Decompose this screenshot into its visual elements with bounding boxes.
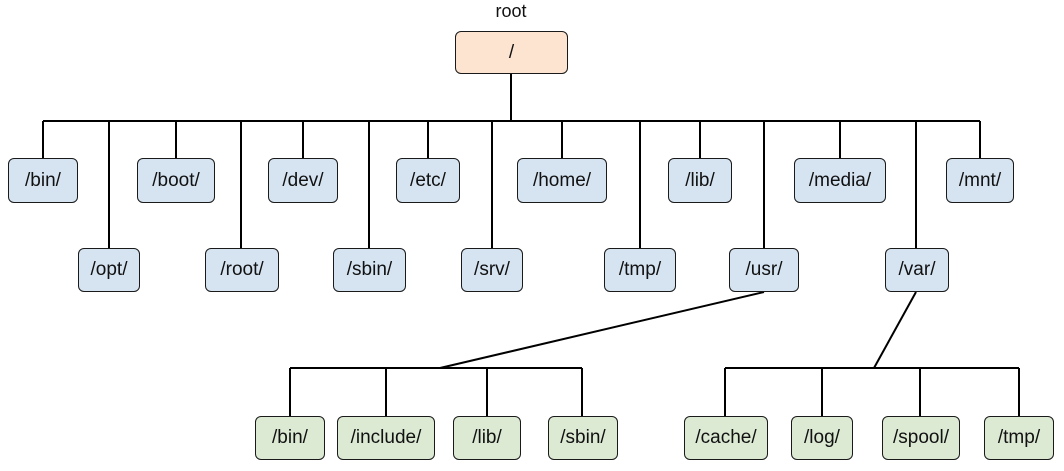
dir-etc-node[interactable]: /etc/ bbox=[396, 158, 460, 203]
dir-dev-node[interactable]: /dev/ bbox=[268, 158, 338, 203]
dir-usr-node[interactable]: /usr/ bbox=[729, 248, 799, 292]
dir-boot-node[interactable]: /boot/ bbox=[137, 158, 215, 203]
dir-sbin-node[interactable]: /sbin/ bbox=[333, 248, 406, 292]
dir-srv-node[interactable]: /srv/ bbox=[461, 248, 523, 292]
dir-bin-node[interactable]: /bin/ bbox=[8, 158, 78, 203]
dir-media-node[interactable]: /media/ bbox=[794, 158, 886, 203]
var-cache-node[interactable]: /cache/ bbox=[684, 416, 768, 460]
usr-bin-node[interactable]: /bin/ bbox=[255, 416, 325, 460]
dir-opt-node[interactable]: /opt/ bbox=[78, 248, 140, 292]
root-caption: root bbox=[495, 1, 527, 21]
var-tmp-node[interactable]: /tmp/ bbox=[984, 416, 1054, 460]
dir-mnt-node[interactable]: /mnt/ bbox=[946, 158, 1014, 203]
dir-root-node[interactable]: /root/ bbox=[205, 248, 279, 292]
var-spool-node[interactable]: /spool/ bbox=[882, 416, 960, 460]
dir-tmp-node[interactable]: /tmp/ bbox=[604, 248, 676, 292]
usr-sbin-node[interactable]: /sbin/ bbox=[548, 416, 618, 460]
dir-var-node[interactable]: /var/ bbox=[885, 248, 949, 292]
dir-lib-node[interactable]: /lib/ bbox=[668, 158, 732, 203]
usr-lib-node[interactable]: /lib/ bbox=[453, 416, 521, 460]
root-directory-node[interactable]: / bbox=[455, 31, 568, 74]
dir-home-node[interactable]: /home/ bbox=[517, 158, 607, 203]
var-log-node[interactable]: /log/ bbox=[791, 416, 853, 460]
usr-include-node[interactable]: /include/ bbox=[337, 416, 435, 460]
